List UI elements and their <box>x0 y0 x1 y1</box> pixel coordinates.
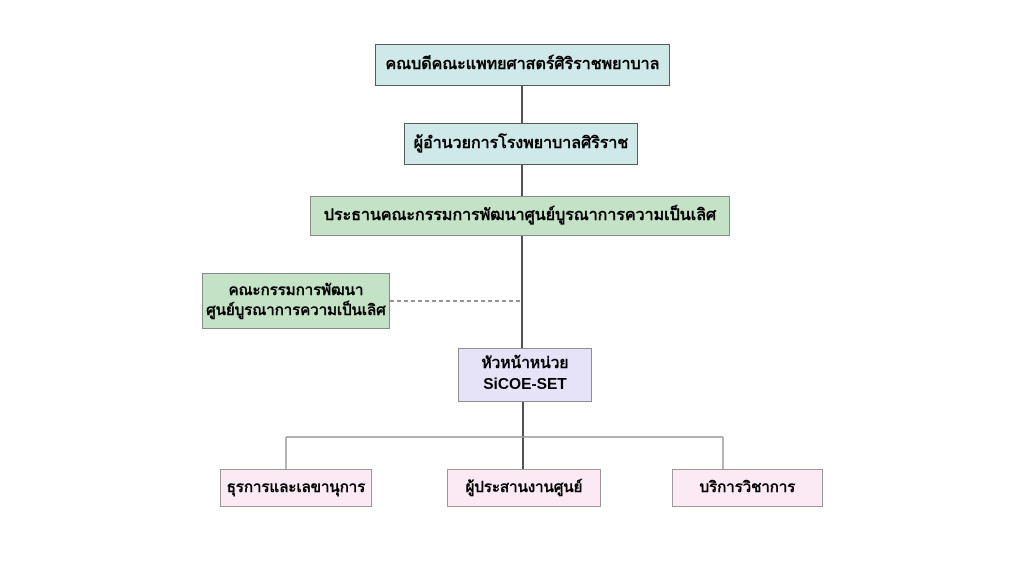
org-node-unit-head-line1: หัวหน้าหน่วย <box>481 355 569 373</box>
org-node-admin-secretary-label: ธุรการและเลขานุการ <box>226 478 366 496</box>
org-node-development-committee-line1: คณะกรรมการพัฒนา <box>228 281 364 299</box>
org-node-development-committee: คณะกรรมการพัฒนา ศูนย์บูรณาการความเป็นเลิ… <box>202 273 390 329</box>
org-node-academic-service-label: บริการวิชาการ <box>699 478 796 496</box>
org-node-center-coordinator: ผู้ประสานงานศูนย์ <box>447 469 601 507</box>
org-node-admin-secretary: ธุรการและเลขานุการ <box>220 469 372 507</box>
org-node-academic-service: บริการวิชาการ <box>672 469 823 507</box>
org-node-dean: คณบดีคณะแพทยศาสตร์ศิริราชพยาบาล <box>375 44 670 86</box>
org-node-hospital-director: ผู้อำนวยการโรงพยาบาลศิริราช <box>404 123 638 165</box>
org-node-dean-label: คณบดีคณะแพทยศาสตร์ศิริราชพยาบาล <box>385 56 660 74</box>
org-node-committee-chairman: ประธานคณะกรรมการพัฒนาศูนย์บูรณาการความเป… <box>310 196 730 236</box>
org-node-committee-chairman-label: ประธานคณะกรรมการพัฒนาศูนย์บูรณาการความเป… <box>323 207 717 225</box>
org-node-unit-head-line2: SiCOE-SET <box>483 376 567 393</box>
org-node-development-committee-line2: ศูนย์บูรณาการความเป็นเลิศ <box>206 302 386 319</box>
org-node-hospital-director-label: ผู้อำนวยการโรงพยาบาลศิริราช <box>413 135 629 153</box>
org-node-unit-head: หัวหน้าหน่วย SiCOE-SET <box>458 348 592 402</box>
org-node-center-coordinator-label: ผู้ประสานงานศูนย์ <box>465 478 583 496</box>
